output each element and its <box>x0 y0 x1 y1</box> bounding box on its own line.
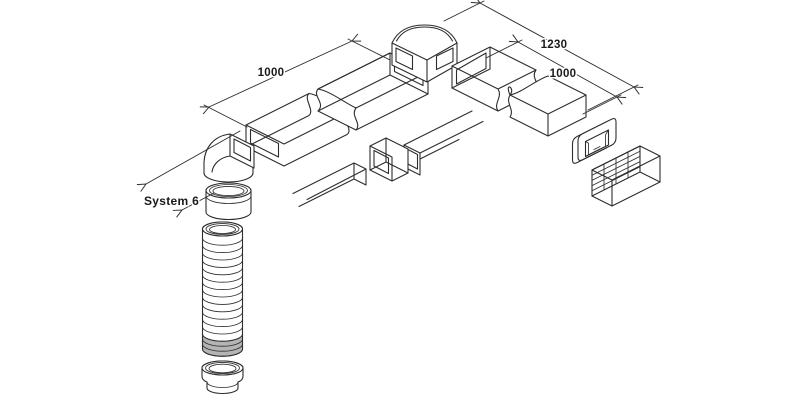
dimension-label-left-1000: 1000 <box>258 67 285 79</box>
system6-label: System 6 <box>144 194 199 208</box>
dimension-label-right-1000: 1000 <box>550 68 577 80</box>
system6-callout: System 6 <box>136 130 241 218</box>
dimension-label-right-1230: 1230 <box>541 39 568 51</box>
dimension-right-1000: 1000 <box>485 34 627 115</box>
round-connector-ring <box>205 182 252 221</box>
grille-louvers <box>591 150 641 192</box>
flexible-hose <box>201 221 244 357</box>
flat-duct-coupler <box>369 137 409 182</box>
flat-channel-cut-lower <box>292 162 367 208</box>
wall-plate-frame <box>571 118 617 164</box>
dimension-left-1000: 1000 <box>199 33 391 128</box>
damper-detail <box>593 146 601 153</box>
louvered-grille <box>591 145 661 207</box>
vertical-elbow-adapter <box>203 133 255 183</box>
hose-end-connector <box>201 360 244 395</box>
flat-elbow-horizontal <box>391 24 458 83</box>
flat-channel-cut-upper <box>403 110 484 176</box>
